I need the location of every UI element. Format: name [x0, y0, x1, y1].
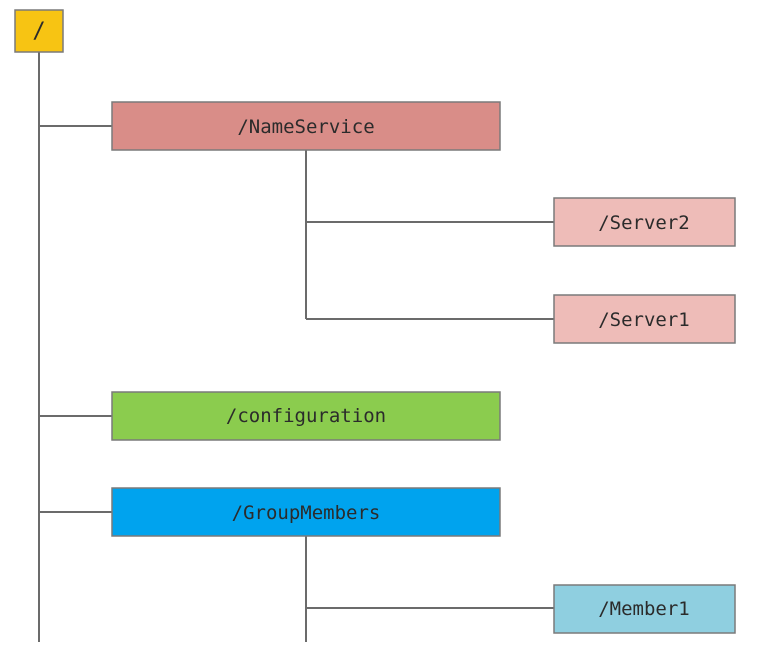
root-node[interactable]: /	[14, 9, 64, 53]
node-configuration[interactable]: /configuration	[111, 391, 501, 441]
node-member1[interactable]: /Member1	[553, 584, 736, 634]
node-server2[interactable]: /Server2	[553, 197, 736, 247]
node-server2-box	[553, 197, 736, 247]
node-nameservice-box	[111, 101, 501, 151]
root-node-label: /	[32, 19, 45, 44]
node-groupmembers-box	[111, 487, 501, 537]
node-server1-box	[553, 294, 736, 344]
node-groupmembers-label: /GroupMembers	[232, 502, 381, 524]
root-node-box	[14, 9, 64, 53]
node-configuration-box	[111, 391, 501, 441]
connector-lines	[38, 52, 554, 642]
node-server1-label: /Server1	[598, 309, 690, 331]
node-groupmembers[interactable]: /GroupMembers	[111, 487, 501, 537]
node-member1-box	[553, 584, 736, 634]
node-nameservice[interactable]: /NameService	[111, 101, 501, 151]
node-member1-label: /Member1	[598, 598, 690, 620]
node-nameservice-label: /NameService	[237, 116, 374, 138]
node-configuration-label: /configuration	[226, 405, 386, 427]
node-server2-label: /Server2	[598, 212, 690, 234]
node-server1[interactable]: /Server1	[553, 294, 736, 344]
